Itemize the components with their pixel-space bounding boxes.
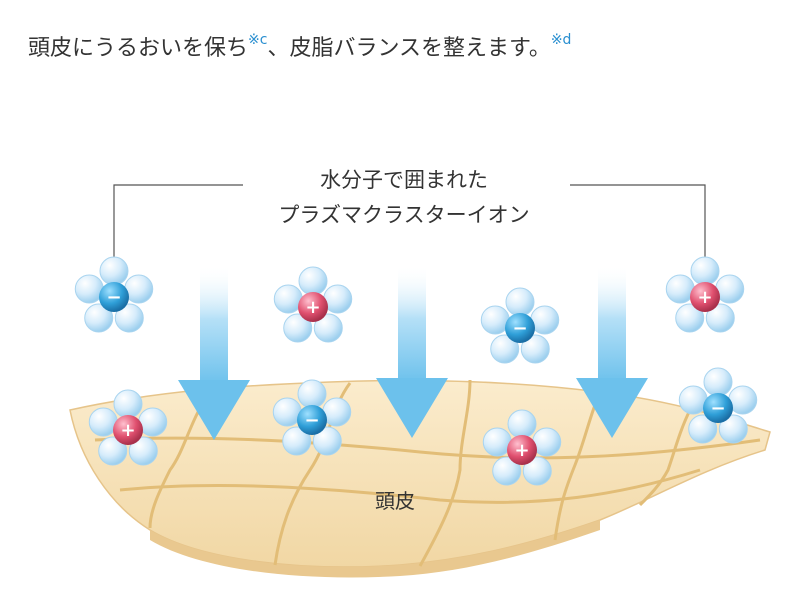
plus-symbol: + [514,440,529,461]
water-molecule [492,456,522,486]
water-molecule [728,385,758,415]
water-molecule [688,414,718,444]
positive-ion-cluster: + [88,389,168,466]
arrow-right [576,265,648,438]
negative-ion-cluster: − [74,256,154,333]
minus-symbol: − [106,287,121,308]
water-molecule [520,334,550,364]
positive-ion [690,282,720,312]
water-molecule [272,397,302,427]
water-molecule [323,284,353,314]
negative-ion [297,405,327,435]
positive-ion-cluster: + [482,409,562,486]
minus-symbol: − [512,318,527,339]
water-molecule [282,426,312,456]
headline-text-1: 頭皮にうるおいを保ち [28,36,249,61]
water-molecule [675,303,705,333]
callout-line-2: プラズマクラスターイオン [278,203,530,227]
callout-lines [113,184,706,258]
callout-line-1: 水分子で囲まれた [320,168,488,192]
arrow-center [376,265,448,438]
water-molecule [703,367,733,397]
water-molecule [74,274,104,304]
water-molecule [480,305,510,335]
water-molecule [297,379,327,409]
water-molecule [715,274,745,304]
water-molecule [128,436,158,466]
water-molecule [530,305,560,335]
water-molecule [283,313,313,343]
headline: 頭皮にうるおいを保ち※c、皮脂バランスを整えます。※d [28,30,571,62]
water-molecule [322,397,352,427]
scalp-label: 頭皮 [375,489,415,513]
water-molecule [522,456,552,486]
water-molecule [532,427,562,457]
footnote-c: ※c [248,32,268,48]
water-molecule [138,407,168,437]
positive-ion [507,435,537,465]
ion-clusters: − + − + + − + − [74,256,758,486]
water-molecule [124,274,154,304]
water-molecule [678,385,708,415]
positive-ion [113,415,143,445]
water-molecule [298,266,328,296]
plus-symbol: + [305,297,320,318]
plus-symbol: + [697,287,712,308]
water-molecule [665,274,695,304]
water-molecule [507,409,537,439]
headline-text-2: 、皮脂バランスを整えます。 [267,36,551,61]
arrow-left [178,265,250,440]
water-molecule [273,284,303,314]
footnote-d: ※d [550,32,572,48]
negative-ion-cluster: − [272,379,352,456]
water-molecule [88,407,118,437]
positive-ion-cluster: + [665,256,745,333]
water-molecule [98,436,128,466]
water-molecule [313,313,343,343]
water-molecule [482,427,512,457]
water-molecule [718,414,748,444]
water-molecule [99,256,129,286]
water-molecule [505,287,535,317]
scalp-surface [69,379,771,578]
water-molecule [312,426,342,456]
callout-label: 水分子で囲まれた プラズマクラスターイオン [244,163,564,233]
water-molecule [490,334,520,364]
downward-arrows [178,265,648,440]
negative-ion [703,393,733,423]
minus-symbol: − [304,410,319,431]
positive-ion [298,292,328,322]
water-molecule [113,389,143,419]
water-molecule [690,256,720,286]
negative-ion [505,313,535,343]
water-molecule [705,303,735,333]
negative-ion [99,282,129,312]
negative-ion-cluster: − [480,287,560,364]
minus-symbol: − [710,398,725,419]
water-molecule [84,303,114,333]
plus-symbol: + [120,420,135,441]
positive-ion-cluster: + [273,266,353,343]
water-molecule [114,303,144,333]
negative-ion-cluster: − [678,367,758,444]
